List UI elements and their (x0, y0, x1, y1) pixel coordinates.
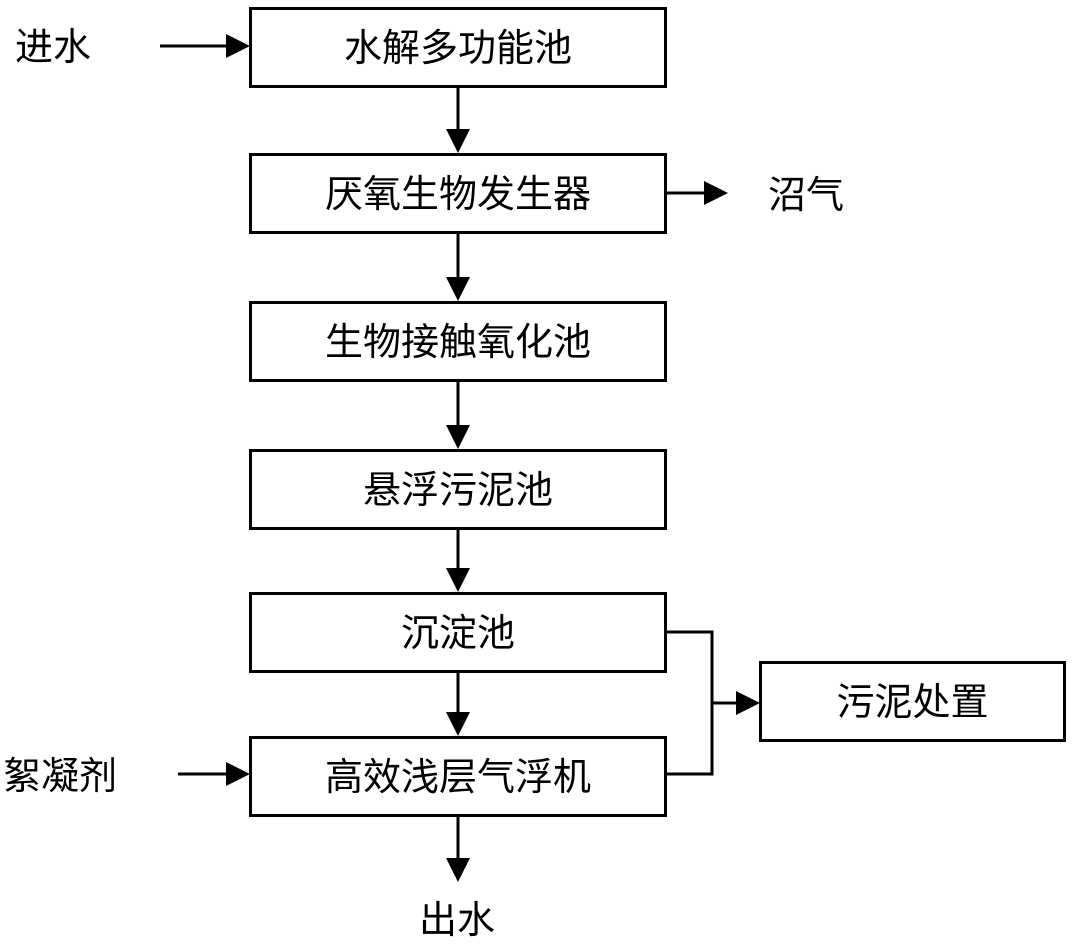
arrowhead-sludge-disposal (736, 691, 760, 715)
hydrolysis-tank-box: 水解多功能池 (249, 7, 667, 88)
contact-oxidation-tank-box: 生物接触氧化池 (249, 301, 667, 382)
arrowhead-flotation (446, 712, 470, 736)
anaerobic-generator-box: 厌氧生物发生器 (249, 153, 667, 234)
sludge-disposal-box: 污泥处置 (759, 661, 1066, 742)
arrowhead-biogas (704, 181, 728, 205)
arrowhead-oxidation (446, 277, 470, 301)
arrowhead-inflow (226, 34, 250, 58)
outflow-label: 出水 (419, 898, 496, 942)
flocculant-label: 絮凝剂 (3, 754, 118, 798)
arrowhead-anaerobic (446, 129, 470, 153)
arrowhead-outflow (446, 858, 470, 882)
arrowhead-flocculant (226, 762, 250, 786)
sedimentation-tank-box: 沉淀池 (249, 592, 667, 673)
arrowhead-sedimentation (446, 568, 470, 592)
flotation-machine-box: 高效浅层气浮机 (249, 736, 667, 817)
biogas-label: 沼气 (768, 173, 845, 217)
suspended-sludge-tank-box: 悬浮污泥池 (249, 449, 667, 530)
inflow-label: 进水 (15, 25, 92, 69)
sludge-line-sedimentation (666, 630, 714, 776)
arrowhead-suspended (446, 425, 470, 449)
